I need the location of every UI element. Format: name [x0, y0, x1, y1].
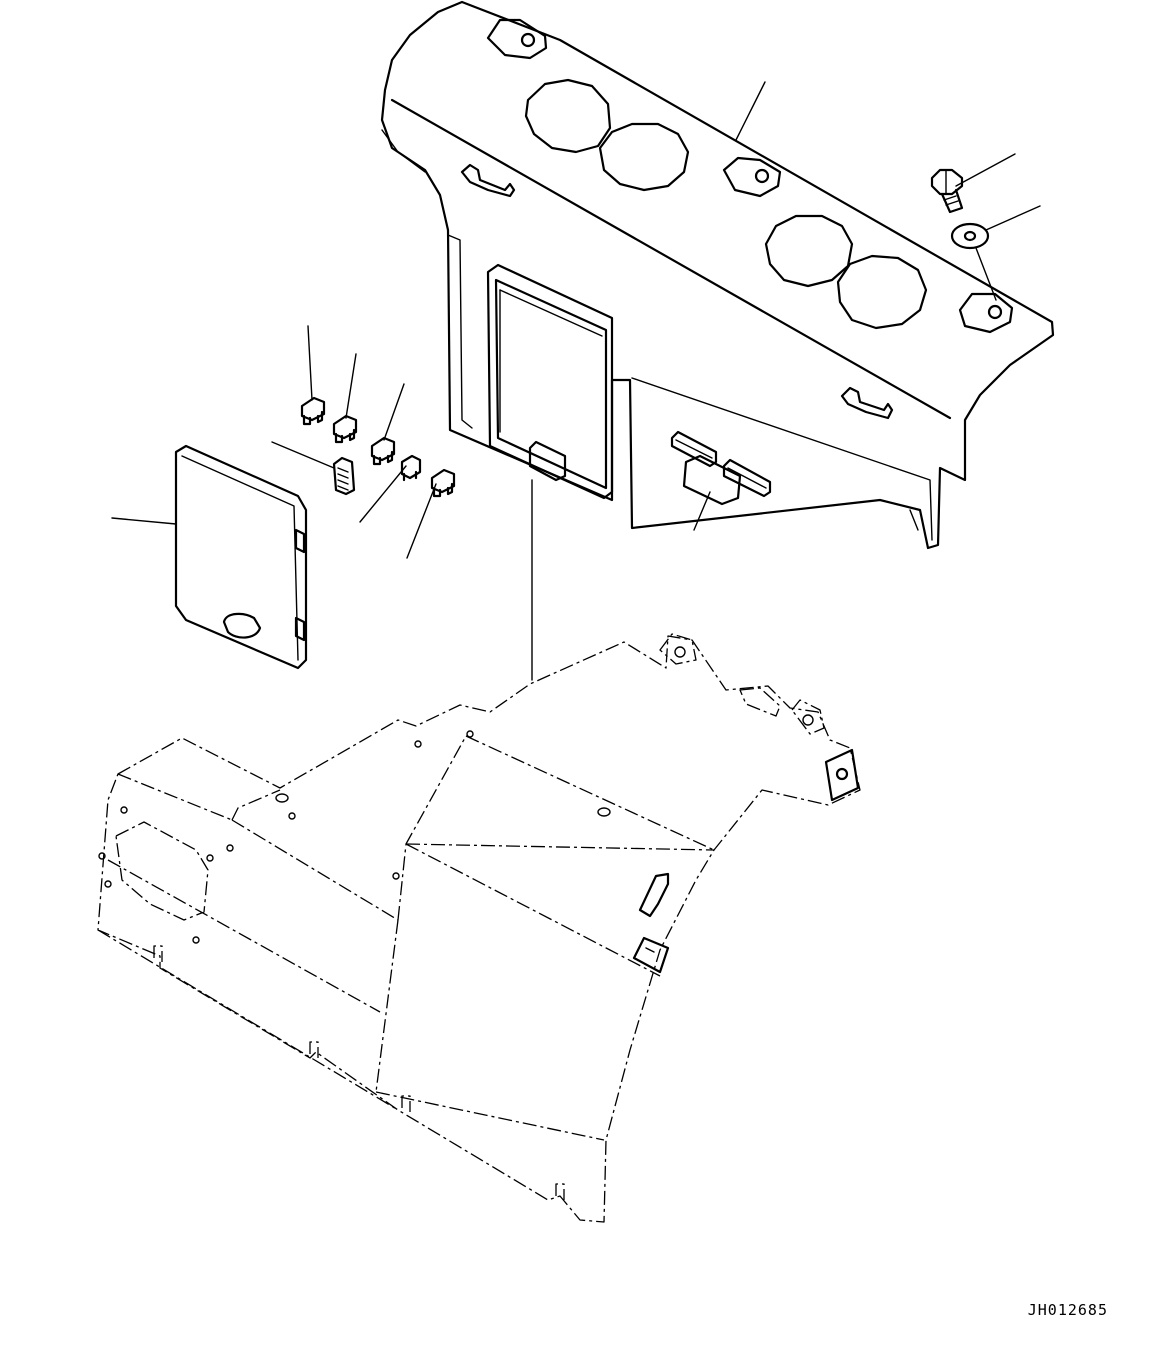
fuse-4 — [400, 454, 422, 482]
handle-left — [460, 163, 516, 198]
side-handle — [638, 872, 670, 918]
handle-right — [840, 386, 894, 420]
bracket-right — [824, 748, 860, 802]
latch — [632, 936, 670, 974]
dashboard-frame-phantom — [97, 633, 861, 1223]
mounting-tab-right — [958, 292, 1014, 334]
fuse-holder-slots — [670, 430, 772, 506]
gauge-opening-1 — [524, 78, 612, 154]
instrument-panel-cover — [380, 0, 1055, 550]
speaker-cutout — [115, 821, 209, 921]
washer — [950, 222, 990, 250]
fuse-1 — [300, 396, 326, 426]
inspection-window — [486, 263, 614, 500]
fuse-3 — [370, 436, 396, 466]
gauge-opening-2 — [598, 122, 690, 192]
fuse-5 — [430, 468, 456, 498]
gauge-opening-4 — [836, 254, 928, 330]
drawing-code: JH012685 — [1027, 1301, 1108, 1319]
fuse-box-cover — [174, 444, 308, 670]
gauge-opening-3 — [764, 214, 854, 288]
mounting-tab-top — [486, 18, 548, 60]
leader-lines — [111, 81, 1041, 681]
mounting-tab-middle — [722, 156, 782, 198]
fuse-puller — [332, 456, 356, 496]
fuse-2 — [332, 414, 358, 444]
bolt — [930, 168, 964, 214]
